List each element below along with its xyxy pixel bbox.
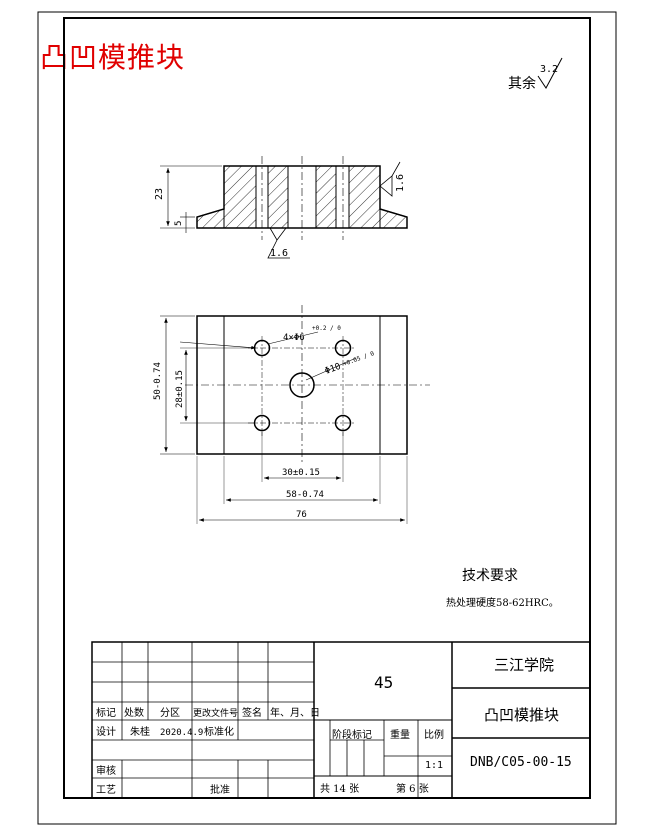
svg-text:共 14 张: 共 14 张 (320, 783, 359, 795)
svg-text:Φ10: Φ10 (324, 362, 343, 377)
svg-text:76: 76 (296, 510, 307, 520)
svg-text:50-0.74: 50-0.74 (153, 362, 163, 400)
svg-text:更改文件号: 更改文件号 (193, 707, 238, 719)
outer-frame (37, 11, 617, 825)
svg-text:分区: 分区 (160, 707, 180, 719)
svg-text:3.2: 3.2 (540, 64, 558, 75)
svg-text:热处理硬度58-62HRC。: 热处理硬度58-62HRC。 (446, 596, 559, 609)
svg-text:45: 45 (374, 673, 393, 692)
svg-text:1.6: 1.6 (270, 248, 288, 259)
svg-text:+0.05 / 0: +0.05 / 0 (342, 350, 375, 368)
svg-text:凸凹模推块: 凸凹模推块 (484, 706, 559, 724)
svg-text:DNB/C05-00-15: DNB/C05-00-15 (470, 755, 572, 770)
svg-text:5: 5 (174, 221, 184, 226)
svg-text:第 6 张: 第 6 张 (396, 782, 429, 795)
svg-text:1:1: 1:1 (425, 760, 443, 771)
tech-requirements: 技术要求 热处理硬度58-62HRC。 (446, 568, 559, 609)
svg-text:年、月、日: 年、月、日 (270, 706, 320, 719)
surface-finish-note: 其余 3.2 (508, 57, 563, 92)
svg-text:+0.2 / 0: +0.2 / 0 (312, 325, 341, 332)
svg-text:工艺: 工艺 (96, 784, 116, 796)
svg-text:朱桂: 朱桂 (130, 725, 150, 738)
svg-text:阶段标记: 阶段标记 (332, 728, 372, 741)
title-block-text: 标记 处数 分区 更改文件号 签名 年、月、日 设计 朱桂 2020.4.9 标… (96, 656, 572, 796)
top-view: 4×Φ6 +0.2 / 0 Φ10 +0.05 / 0 50-0.74 28±0… (153, 305, 430, 524)
svg-text:4×Φ6: 4×Φ6 (283, 333, 305, 343)
svg-text:标准化: 标准化 (204, 725, 234, 738)
svg-text:标记: 标记 (96, 707, 116, 719)
svg-text:审核: 审核 (96, 764, 116, 777)
inner-frame (63, 17, 591, 799)
svg-text:2020.4.9: 2020.4.9 (160, 728, 203, 738)
svg-text:比例: 比例 (424, 728, 444, 741)
front-view: 23 5 1.6 1.6 (154, 156, 408, 259)
title-block (91, 641, 591, 799)
hole (334, 339, 352, 357)
svg-text:1.6: 1.6 (395, 174, 406, 192)
svg-text:批准: 批准 (210, 783, 230, 796)
center-hole (289, 372, 315, 398)
svg-text:58-0.74: 58-0.74 (286, 490, 324, 500)
svg-text:技术要求: 技术要求 (462, 568, 518, 584)
svg-text:签名: 签名 (242, 706, 262, 719)
svg-text:其余: 其余 (508, 75, 536, 92)
svg-text:30±0.15: 30±0.15 (282, 468, 320, 478)
svg-text:处数: 处数 (124, 706, 144, 719)
svg-text:三江学院: 三江学院 (494, 656, 554, 674)
svg-text:设计: 设计 (96, 725, 116, 738)
svg-text:重量: 重量 (390, 728, 410, 741)
svg-text:28±0.15: 28±0.15 (175, 370, 185, 408)
svg-text:23: 23 (154, 188, 165, 200)
